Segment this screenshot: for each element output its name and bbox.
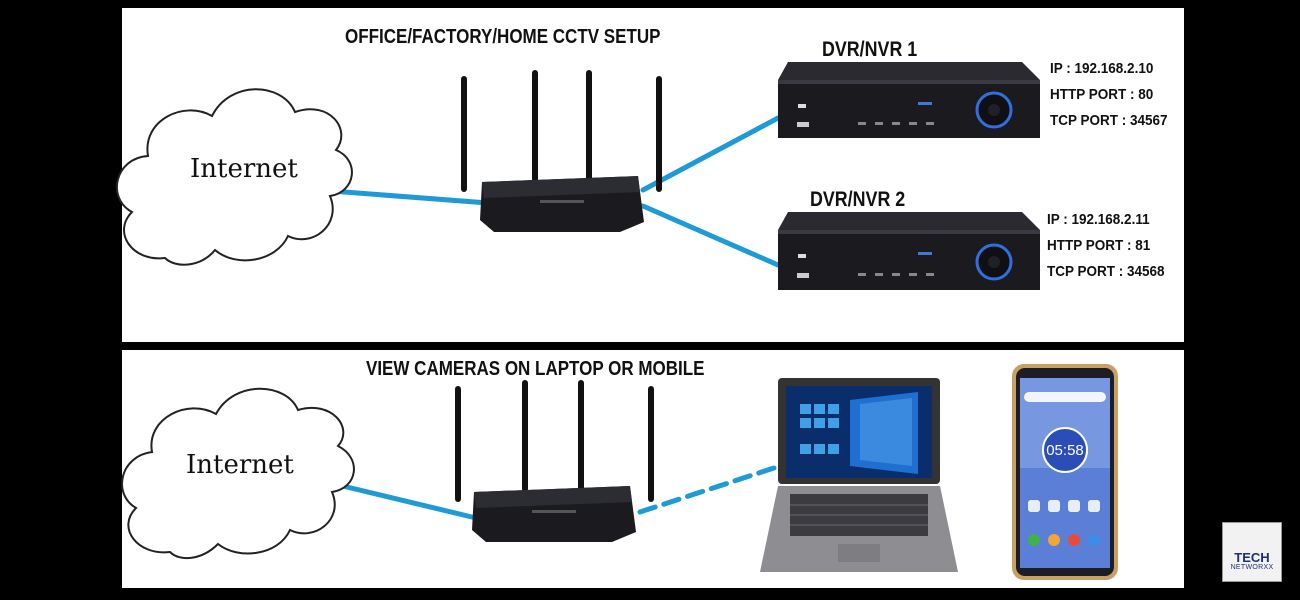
dvr-icon-2 [778, 212, 1040, 290]
dvr1-tcp-port: TCP PORT : 34567 [1050, 112, 1168, 129]
cloud-icon-bottom [121, 387, 355, 560]
brand-logo: TECH NETWORXX [1222, 522, 1282, 582]
phone-clock: 05:58 [1046, 442, 1084, 459]
logo-line2: NETWORXX [1230, 564, 1274, 571]
link-router-dvr2 [640, 203, 781, 268]
link-internet-router-bottom [319, 478, 479, 521]
dvr1-http-port: HTTP PORT : 80 [1050, 86, 1154, 103]
cloud-icon-top [115, 88, 353, 266]
dvr1-label: DVR/NVR 1 [822, 38, 918, 61]
top-links [315, 115, 781, 268]
bottom-links [319, 461, 789, 521]
dvr2-http-port: HTTP PORT : 81 [1047, 237, 1151, 254]
dvr-icon-1 [778, 62, 1040, 138]
link-router-laptop [637, 461, 789, 515]
cloud-label-bottom: Internet [186, 450, 294, 480]
router-icon-top [461, 70, 662, 232]
cloud-label-top: Internet [190, 154, 298, 184]
link-router-dvr1 [640, 115, 781, 193]
view-title: VIEW CAMERAS ON LAPTOP OR MOBILE [366, 358, 705, 380]
dvr1-info: IP : 192.168.2.10 HTTP PORT : 80 TCP POR… [1050, 56, 1168, 134]
dvr2-tcp-port: TCP PORT : 34568 [1047, 263, 1165, 280]
logo-line1: TECH [1234, 550, 1270, 565]
dvr1-ip: IP : 192.168.2.10 [1050, 60, 1154, 77]
logo-icon-space [1223, 523, 1281, 549]
laptop-icon [760, 378, 958, 572]
mobile-icon: 05:58 [1012, 364, 1118, 580]
link-internet-router-top [315, 187, 491, 206]
dvr2-label: DVR/NVR 2 [810, 188, 906, 211]
router-icon-bottom [455, 380, 654, 542]
setup-title: OFFICE/FACTORY/HOME CCTV SETUP [345, 26, 661, 48]
dvr2-ip: IP : 192.168.2.11 [1047, 211, 1150, 228]
dvr2-info: IP : 192.168.2.11 HTTP PORT : 81 TCP POR… [1047, 207, 1165, 285]
